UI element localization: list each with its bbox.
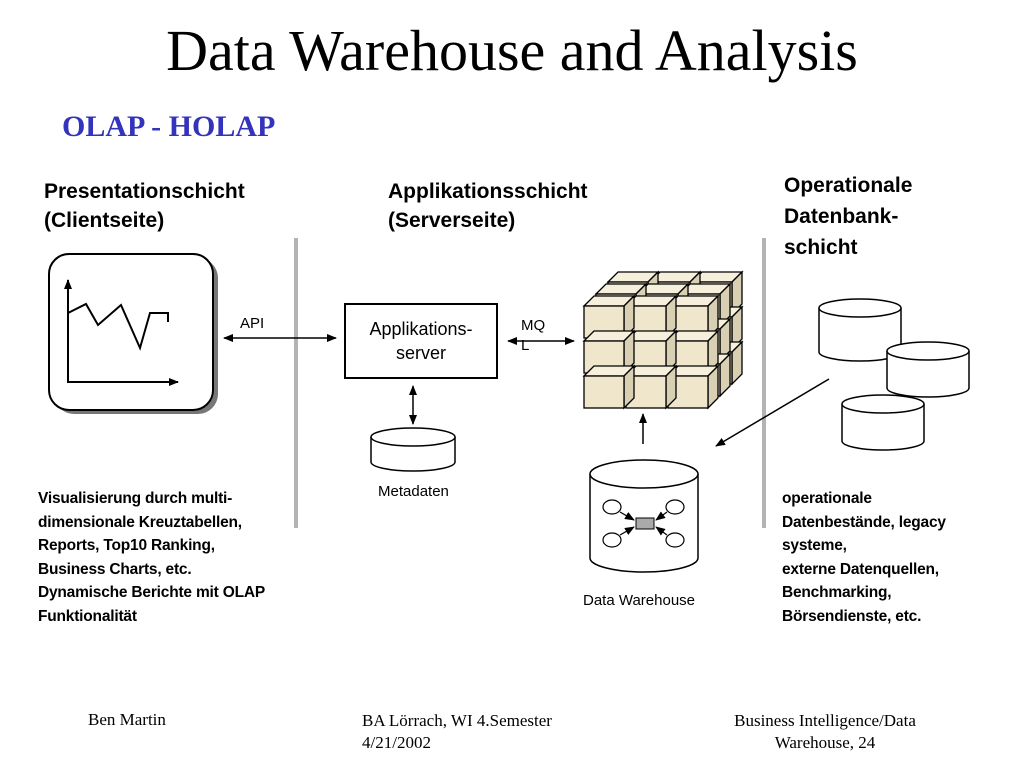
database-layer-heading: Operationale Datenbank- schicht	[784, 170, 912, 263]
slide-title: Data Warehouse and Analysis	[166, 18, 858, 83]
client-desc-line: dimensionale Kreuztabellen,	[38, 513, 242, 531]
database-heading-line3: schicht	[784, 236, 858, 259]
client-desc-line: Dynamische Berichte mit OLAP	[38, 584, 265, 601]
api-label: API	[240, 315, 265, 332]
client-desc-line: Visualisierung durch multi-	[38, 490, 233, 507]
database-desc-line: Benchmarking,	[782, 584, 892, 601]
database-desc-line: systeme,	[782, 537, 847, 554]
application-server-box: Applikations- server	[344, 303, 498, 379]
server-layer-heading: Applikationsschicht (Serverseite)	[388, 177, 588, 235]
client-desc-line: Reports, Top10 Ranking,	[38, 537, 215, 554]
client-layer-heading: Presentationschicht (Clientseite)	[44, 177, 245, 235]
database-description: operationale Datenbestände, legacy syste…	[782, 487, 982, 628]
footer-topic-line2: Warehouse, 24	[774, 733, 876, 752]
mql-label-line2: L	[521, 337, 530, 354]
metadata-label: Metadaten	[378, 483, 449, 500]
footer-author: Ben Martin	[88, 710, 166, 729]
client-description: Visualisierung durch multi- dimensionale…	[38, 487, 298, 628]
app-server-label-line1: Applikations-	[369, 319, 473, 339]
client-desc-line: Business Charts, etc.	[38, 560, 192, 578]
footer-topic-line1: Business Intelligence/Data	[734, 711, 916, 730]
operational-database-icon-3	[841, 394, 925, 451]
cube-cell	[582, 364, 636, 410]
footer-course: BA Lörrach, WI 4.Semester 4/21/2002	[362, 710, 552, 754]
data-warehouse-label: Data Warehouse	[583, 592, 696, 609]
client-chart-icon	[48, 253, 218, 414]
client-heading-line2: (Clientseite)	[44, 209, 165, 232]
olap-cube-icon	[582, 270, 744, 410]
footer-course-line1: BA Lörrach, WI 4.Semester	[362, 711, 552, 730]
slide-subtitle: OLAP - HOLAP	[62, 110, 276, 143]
database-desc-line: externe Datenquellen,	[782, 560, 939, 578]
database-heading-line1: Operationale	[784, 174, 913, 197]
server-heading-line1: Applikationsschicht	[388, 180, 588, 203]
database-desc-line: Börsendienste, etc.	[782, 607, 922, 625]
mql-label-line1: MQ	[521, 317, 546, 334]
app-server-label-line2: server	[395, 343, 446, 363]
footer-date: 4/21/2002	[362, 733, 431, 752]
database-desc-line: Datenbestände, legacy	[782, 513, 946, 531]
client-heading-line1: Presentationschicht	[44, 180, 245, 203]
operational-database-icon-1	[818, 298, 902, 362]
metadata-database-icon	[370, 427, 456, 472]
operational-database-icon-2	[886, 341, 970, 398]
operational-to-warehouse-arrow	[715, 378, 830, 447]
footer-topic: Business Intelligence/Data Warehouse, 24	[700, 710, 950, 754]
mql-label: MQ L	[521, 316, 551, 356]
data-warehouse-icon	[589, 459, 699, 573]
database-desc-line: operationale	[782, 490, 872, 507]
client-desc-line: Funktionalität	[38, 607, 137, 625]
database-heading-line2: Datenbank-	[784, 205, 899, 228]
server-heading-line2: (Serverseite)	[388, 209, 516, 232]
